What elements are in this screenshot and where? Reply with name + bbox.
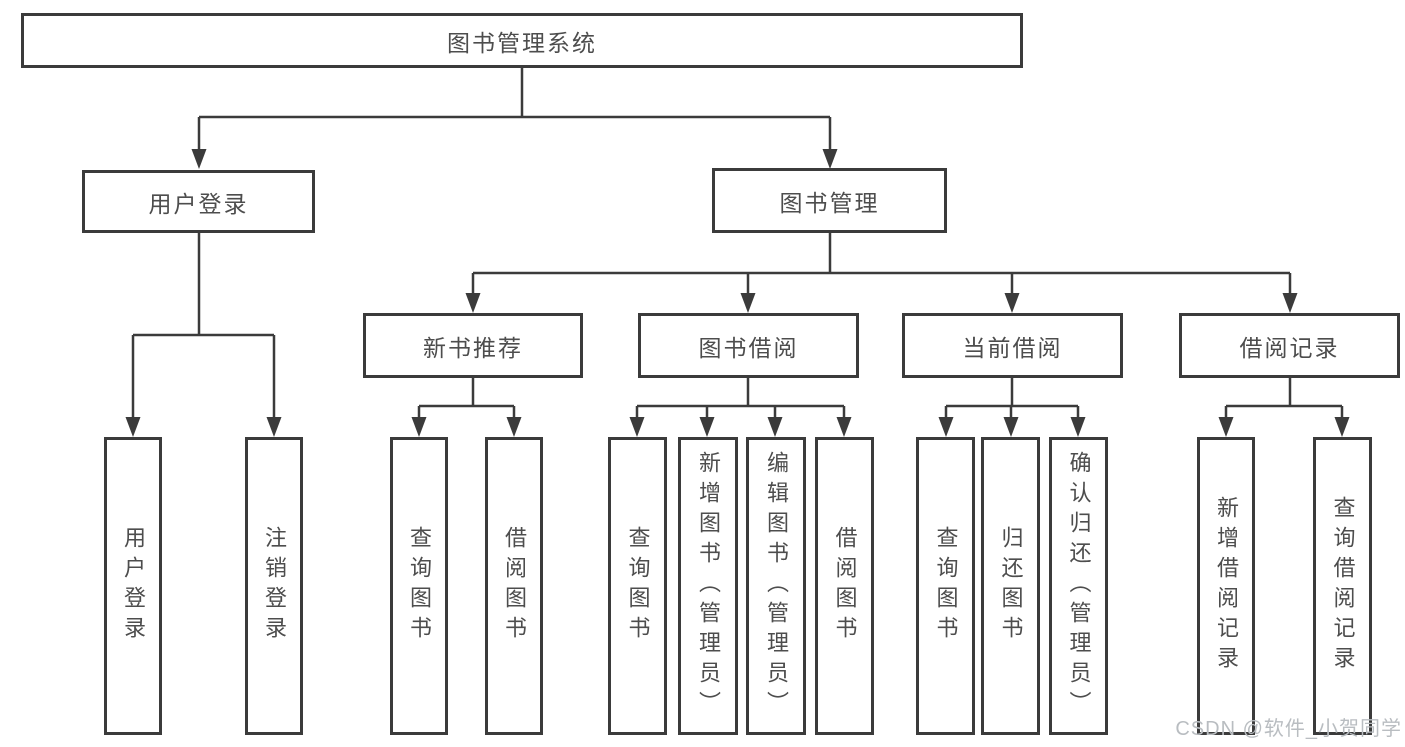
node-book-management: 图书管理: [712, 168, 947, 233]
leaf-confirm-return-admin: 确认归还（管理员）: [1049, 437, 1108, 735]
node-label: 注销登录: [262, 526, 287, 646]
leaf-return-books: 归还图书: [981, 437, 1040, 735]
node-borrow-records: 借阅记录: [1179, 313, 1400, 378]
node-label: 用户登录: [148, 190, 249, 217]
leaf-query-books-borrow: 查询图书: [608, 437, 667, 735]
node-label: 新书推荐: [423, 334, 523, 361]
node-label: 图书管理系统: [447, 29, 597, 56]
node-label: 编辑图书（管理员）: [764, 451, 789, 721]
node-current-borrow: 当前借阅: [902, 313, 1123, 378]
node-label: 归还图书: [998, 526, 1024, 646]
node-label: 图书借阅: [698, 334, 799, 361]
leaf-borrow-books-recommend: 借阅图书: [485, 437, 543, 735]
node-label: 确认归还（管理员）: [1066, 451, 1092, 721]
node-label: 查询借阅记录: [1330, 496, 1356, 676]
node-label: 当前借阅: [962, 334, 1063, 361]
node-label: 用户登录: [121, 526, 146, 646]
node-label: 新增图书（管理员）: [696, 451, 721, 721]
arrowheads: [125, 149, 1350, 437]
node-user-login: 用户登录: [82, 170, 315, 233]
node-label: 查询图书: [933, 526, 959, 646]
node-label: 查询图书: [407, 526, 432, 646]
node-library-system-root: 图书管理系统: [21, 13, 1023, 68]
node-label: 借阅图书: [832, 526, 858, 646]
leaf-query-books-current: 查询图书: [916, 437, 975, 735]
leaf-borrow-books: 借阅图书: [815, 437, 874, 735]
node-label: 借阅记录: [1239, 334, 1340, 361]
leaf-query-books-recommend: 查询图书: [390, 437, 448, 735]
leaf-user-login: 用户登录: [104, 437, 162, 735]
node-label: 新增借阅记录: [1214, 496, 1239, 676]
node-new-book-recommend: 新书推荐: [363, 313, 583, 378]
leaf-logout: 注销登录: [245, 437, 303, 735]
leaf-add-books-admin: 新增图书（管理员）: [678, 437, 738, 735]
node-book-borrow: 图书借阅: [638, 313, 859, 378]
leaf-add-borrow-record: 新增借阅记录: [1197, 437, 1255, 735]
leaf-edit-books-admin: 编辑图书（管理员）: [746, 437, 806, 735]
node-label: 图书管理: [779, 189, 880, 216]
watermark: CSDN @软件_小贺同学: [1175, 718, 1402, 740]
leaf-query-borrow-record: 查询借阅记录: [1313, 437, 1372, 735]
node-label: 查询图书: [625, 526, 651, 646]
node-label: 借阅图书: [502, 526, 527, 646]
